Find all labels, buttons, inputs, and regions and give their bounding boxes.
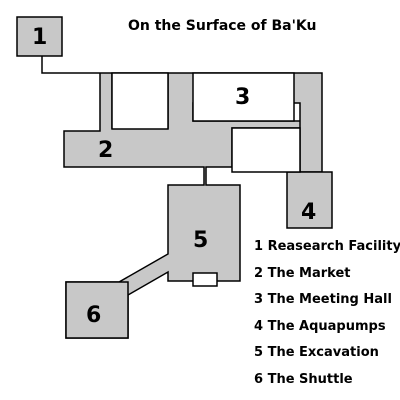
legend-item: 6 The Shuttle: [254, 371, 353, 387]
legend-item: 1 Reasearch Facility: [254, 239, 400, 254]
legend-item: 2 The Market: [254, 265, 351, 281]
room-labels: 1 2 3 4 5 6: [32, 25, 316, 328]
room-label-2: 2: [98, 138, 113, 163]
legend-item: 3 The Meeting Hall: [254, 292, 392, 308]
room-label-6: 6: [86, 303, 101, 328]
voids: [111, 72, 301, 173]
room-label-1: 1: [32, 25, 47, 50]
map-title: On the Surface of Ba'Ku: [128, 18, 317, 34]
legend-item: 4 The Aquapumps: [254, 318, 386, 334]
room-label-3: 3: [235, 85, 250, 110]
door-marker: [192, 272, 218, 287]
rooms: [16, 16, 333, 339]
room-4-aquapumps[interactable]: [286, 171, 333, 229]
room-label-4: 4: [301, 200, 316, 225]
void-right: [231, 127, 301, 173]
legend-item: 5 The Excavation: [254, 345, 379, 361]
legend: 1 Reasearch Facility 2 The Market 3 The …: [254, 237, 400, 397]
room-3-meeting-hall[interactable]: [192, 72, 295, 122]
room-1-research-facility[interactable]: [16, 16, 63, 57]
room-6-shuttle[interactable]: [65, 281, 129, 339]
room-label-5: 5: [193, 228, 208, 253]
void-upper-left: [111, 72, 169, 130]
